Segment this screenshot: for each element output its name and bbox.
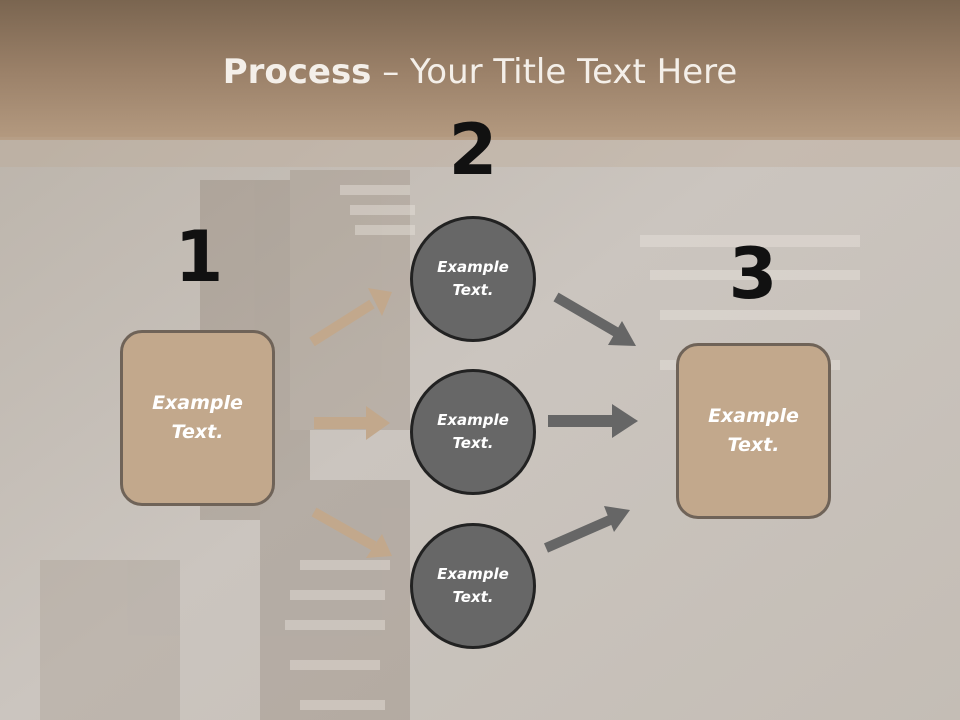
box-step-3-line2: Text.: [727, 434, 780, 456]
circle-middle-line2: Text.: [452, 434, 494, 452]
arrow-left-middle: [314, 406, 390, 440]
title-bold: Process: [222, 52, 372, 92]
circle-bottom-line1: Example: [437, 565, 509, 583]
arrow-right-down: [553, 292, 636, 346]
box-step-3-line1: Example: [708, 405, 799, 427]
step-number-1: 1: [174, 216, 224, 298]
arrow-left-down: [311, 507, 392, 558]
circle-bottom-line2: Text.: [452, 588, 494, 606]
circle-step-2-bottom: Example Text.: [410, 523, 536, 649]
circle-step-2-top: Example Text.: [410, 216, 536, 342]
slide-title: Process – Your Title Text Here: [0, 52, 960, 92]
title-bar: [0, 0, 960, 140]
box-step-1-line1: Example: [152, 392, 243, 414]
box-step-3: Example Text.: [676, 343, 831, 519]
box-step-1-line2: Text.: [171, 421, 224, 443]
arrow-left-up: [309, 288, 392, 347]
circle-step-2-middle: Example Text.: [410, 369, 536, 495]
box-step-1: Example Text.: [120, 330, 275, 506]
step-number-3: 3: [728, 233, 778, 315]
circle-top-line1: Example: [437, 258, 509, 276]
title-rest: – Your Title Text Here: [371, 52, 738, 92]
arrow-right-up: [543, 506, 630, 553]
title-bar-band: [0, 137, 960, 167]
step-number-2: 2: [448, 109, 498, 191]
arrow-right-middle: [548, 404, 638, 438]
circle-top-line2: Text.: [452, 281, 494, 299]
circle-middle-line1: Example: [437, 411, 509, 429]
